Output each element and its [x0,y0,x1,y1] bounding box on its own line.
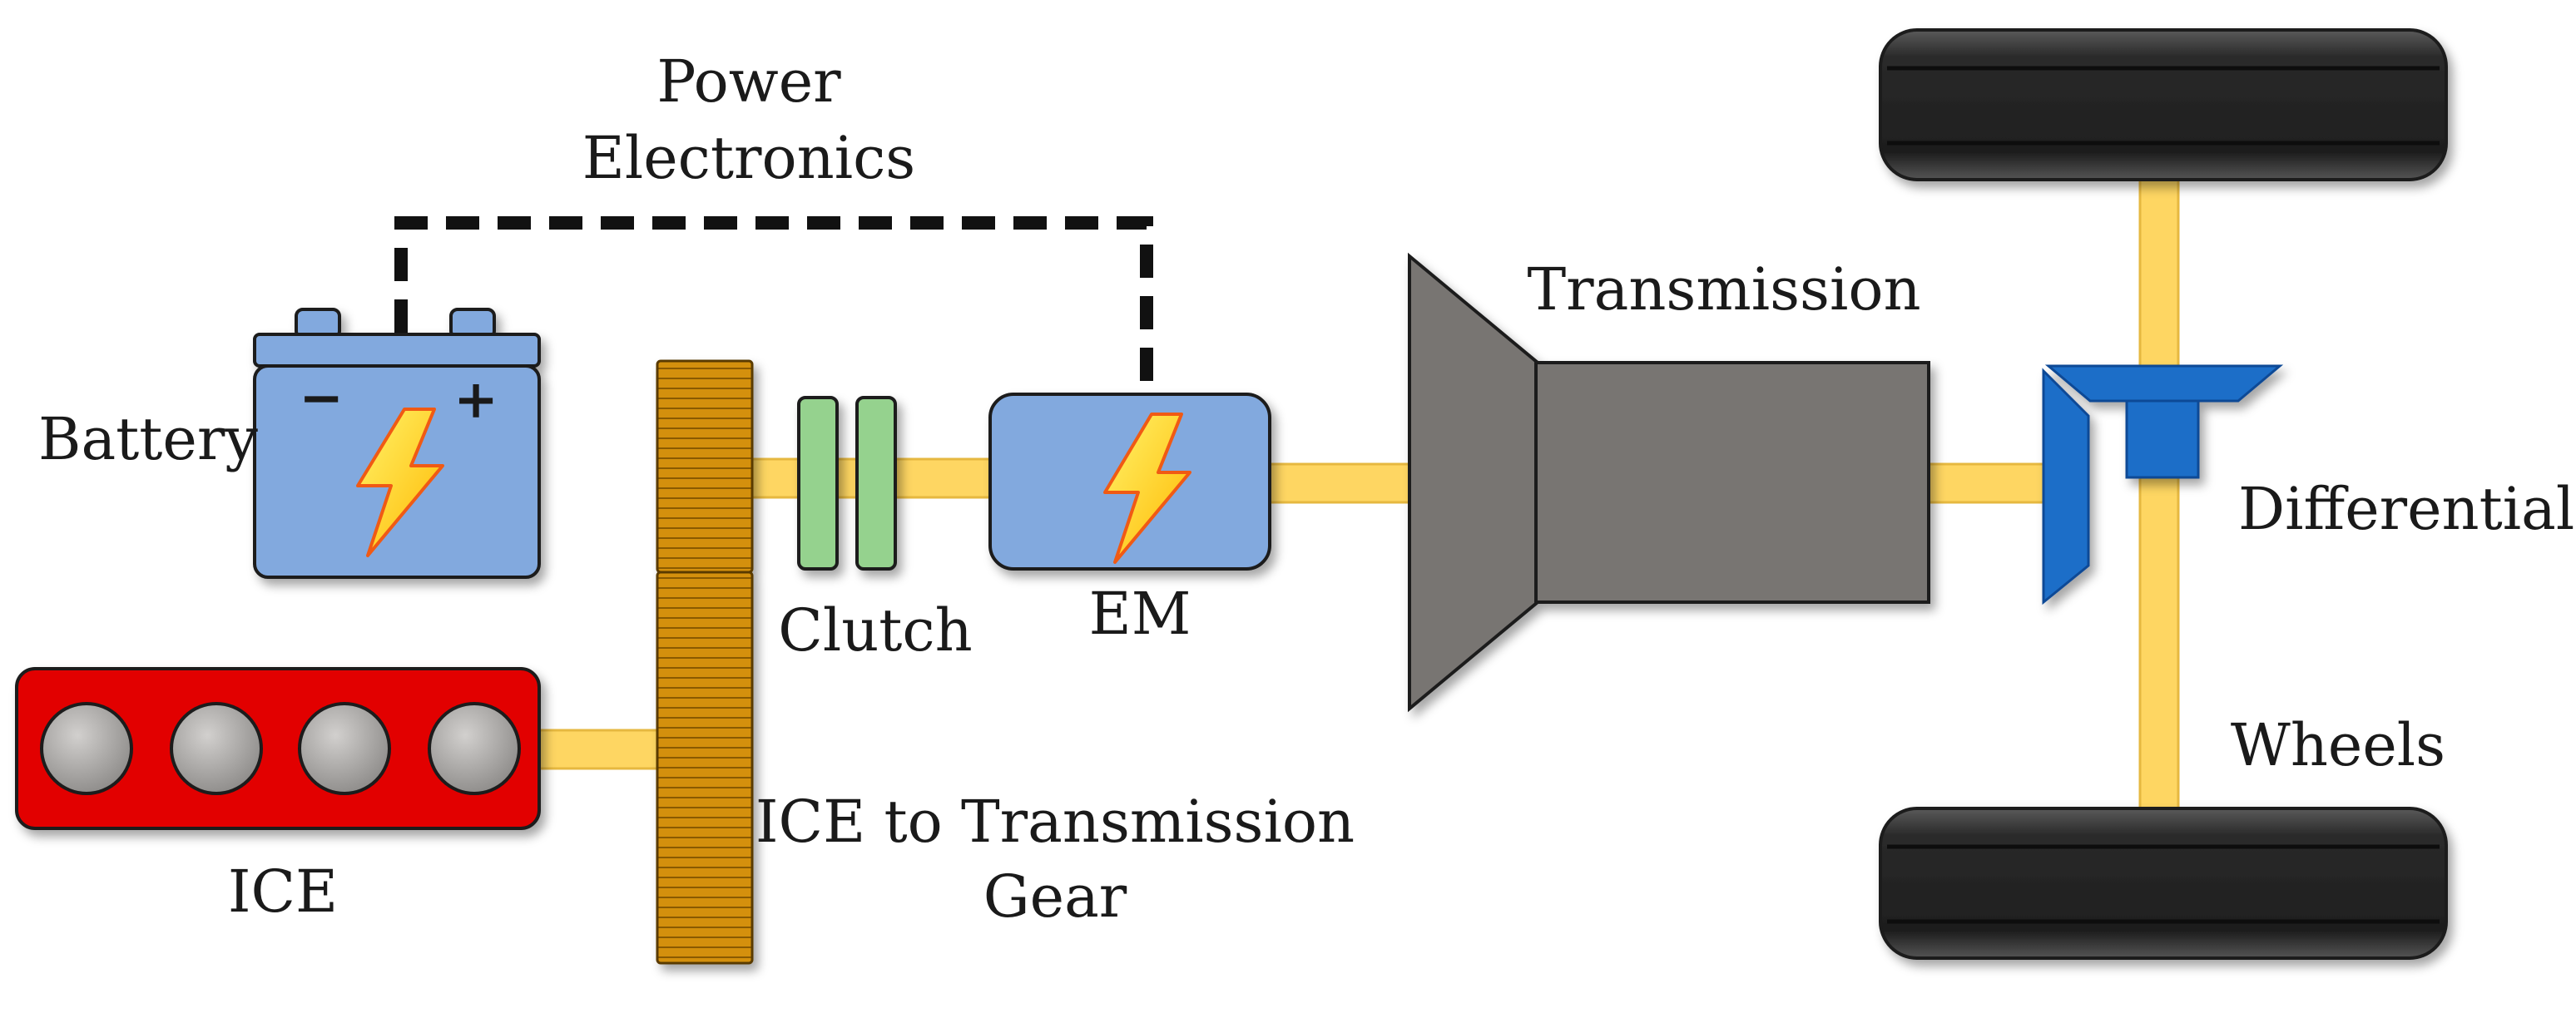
gear-icon [656,359,754,965]
differential-pinion-top [2044,364,2284,403]
transmission [1408,252,1930,713]
battery-plus-sign: + [453,368,498,431]
clutch-plate-right [855,396,897,571]
clutch [797,396,897,571]
battery-lid [253,333,541,368]
label-wheels: Wheels [2231,711,2445,779]
transmission-differential-shaft [1927,462,2055,504]
differential-ring-gear [2042,368,2090,605]
wheel-top [1879,28,2448,181]
cylinder-4 [428,702,521,795]
power-electronics-connection [394,216,1153,391]
label-power-electronics-line2: Electronics [582,124,915,192]
wheel-bottom [1879,807,2448,960]
gear-upper [656,359,754,574]
ice-block [15,667,541,830]
label-power-electronics-line1: Power [656,47,841,116]
label-ice-gear-line2: Gear [983,862,1127,931]
wheel-icon [1879,807,2448,960]
cylinder-3 [298,702,391,795]
ice-shaft [537,729,674,770]
wheel-icon [1879,28,2448,181]
em-transmission-shaft [1263,462,1416,504]
label-clutch: Clutch [778,596,972,665]
clutch-plate-left [797,396,839,571]
differential [2042,364,2284,605]
lightning-bolt-icon [356,408,444,557]
label-transmission: Transmission [1527,255,1920,324]
lightning-bolt-icon [1103,413,1191,564]
label-ice-gear-line1: ICE to Transmission [755,788,1355,856]
axle-shaft [2138,173,2180,833]
label-differential: Differential [2238,475,2574,543]
battery-minus-sign: − [299,367,344,429]
shafts [537,173,2180,833]
transmission-body [1534,361,1930,604]
differential-housing [2125,399,2200,479]
label-em: EM [1089,580,1191,648]
label-battery: Battery [38,405,258,473]
label-ice: ICE [228,857,338,926]
cylinder-2 [170,702,263,795]
ice-engine [15,667,541,830]
gear-lower [656,571,754,965]
cylinder-1 [40,702,133,795]
transmission-bell-housing [1408,252,1539,713]
